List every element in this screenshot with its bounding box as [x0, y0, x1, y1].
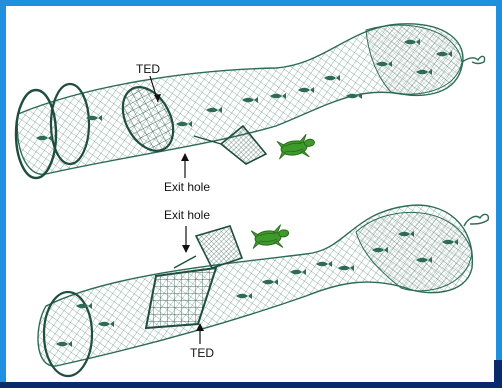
- bottom-exit-edge: [174, 256, 196, 268]
- turtle-icon: [276, 133, 316, 161]
- bottom-turtle: [251, 224, 290, 251]
- ted-label-top: TED: [136, 62, 160, 76]
- top-net-tie: [462, 56, 485, 63]
- bottom-exit-flap: [196, 226, 242, 268]
- exit-hole-label-top: Exit hole: [164, 180, 210, 194]
- top-exit-arrowhead: [181, 153, 189, 161]
- top-turtle: [276, 133, 316, 161]
- bottom-trawl-net: [38, 205, 488, 376]
- bottom-exit-arrowhead: [182, 245, 190, 253]
- bottom-net-tie: [464, 214, 488, 226]
- frame-bottom-bar: [0, 382, 502, 388]
- turtle-icon: [251, 224, 290, 251]
- ted-label-bottom: TED: [190, 346, 214, 360]
- exit-hole-label-bottom: Exit hole: [164, 208, 210, 222]
- top-trawl-net: [16, 24, 485, 178]
- trawl-net-diagram: [6, 6, 496, 382]
